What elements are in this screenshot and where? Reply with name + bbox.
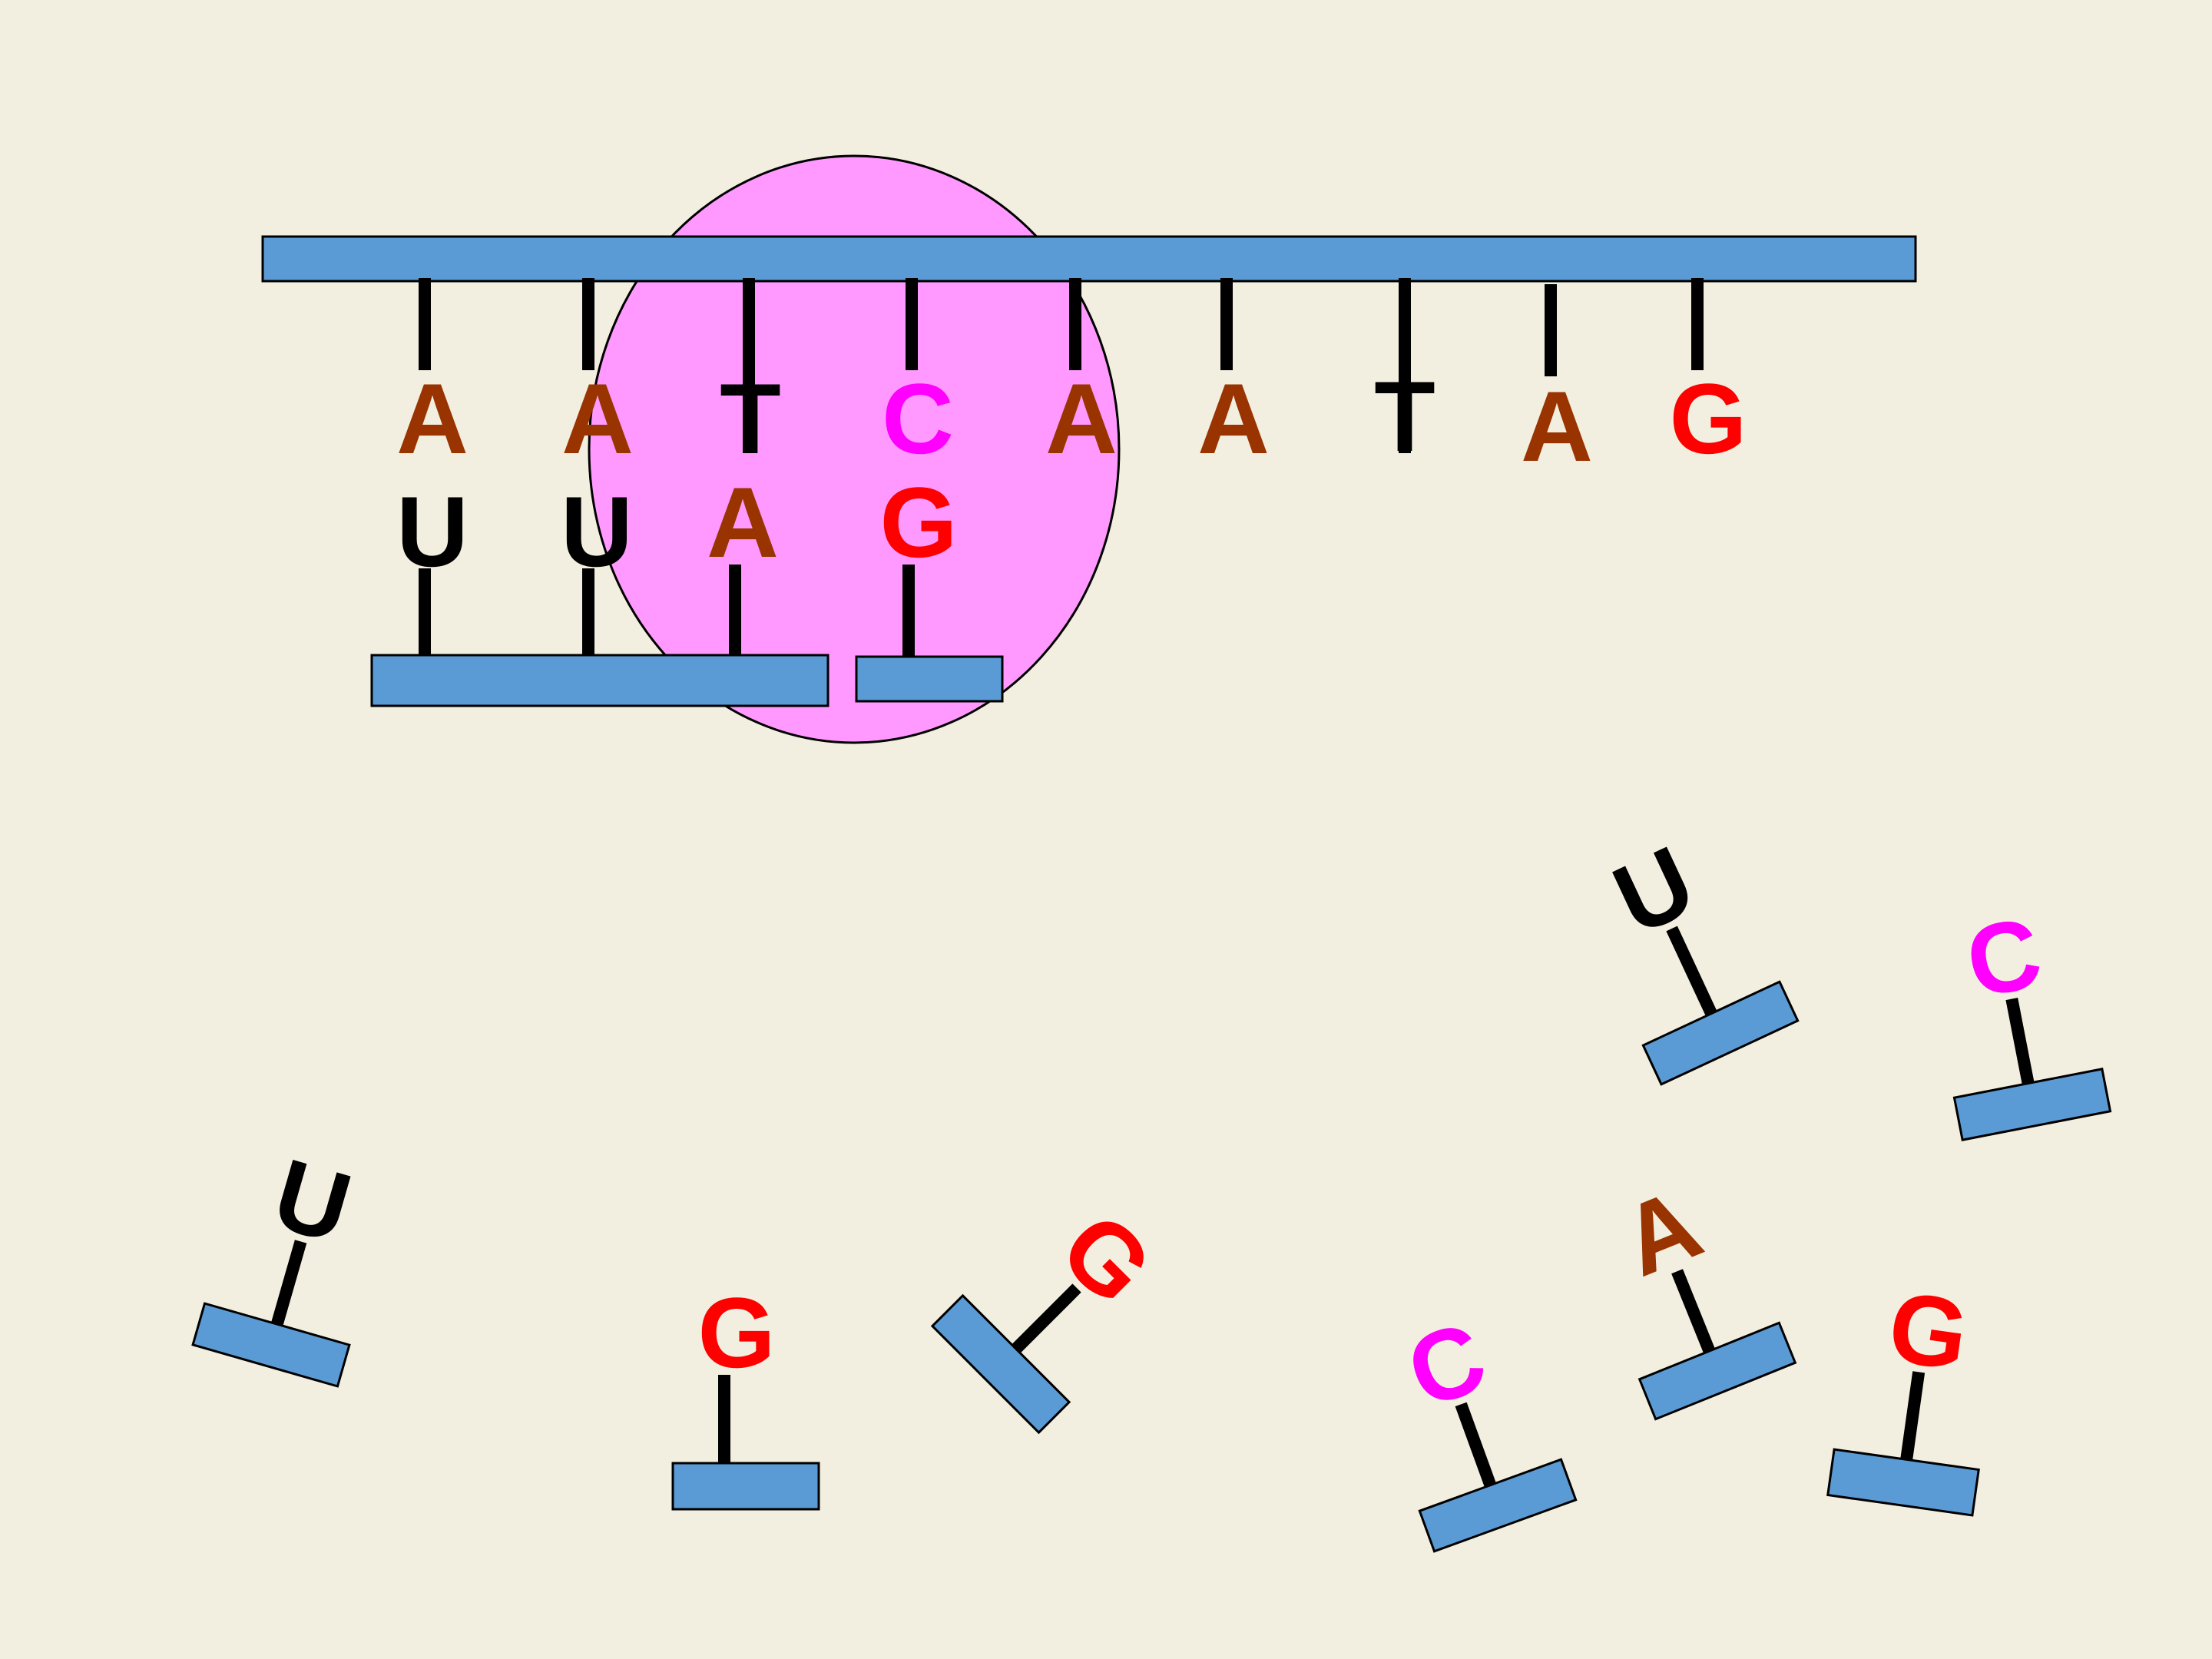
nucleotide-backbone — [191, 1302, 351, 1388]
dna-base: T — [720, 363, 780, 475]
dna-base: A — [1045, 363, 1118, 475]
nucleotide-bond — [1455, 1402, 1496, 1488]
mrna-base: U — [396, 475, 469, 588]
dna-template-strand: A A T C A A T A G — [396, 278, 1747, 482]
nucleotide-bond — [1671, 1269, 1715, 1354]
mrna-strand: U U A G — [370, 466, 1004, 707]
nucleotide-backbone — [1641, 980, 1800, 1086]
nucleotide-base: G — [1883, 1270, 1975, 1392]
nucleotide-bond — [1900, 1371, 1926, 1461]
free-nucleotide-g: G — [671, 1277, 820, 1511]
nucleotide-base: G — [697, 1277, 775, 1389]
mrna-base: G — [879, 466, 957, 578]
free-nucleotides: U C U G G A — [191, 824, 2112, 1553]
free-nucleotide-g: G — [1826, 1270, 1980, 1517]
dna-base: A — [1197, 363, 1270, 475]
nucleotide-backbone — [1826, 1448, 1980, 1517]
dna-base: C — [882, 363, 954, 475]
mrna-base: U — [561, 475, 633, 588]
nucleotide-bond — [2005, 998, 2035, 1085]
rna-polymerase-ellipse — [588, 154, 1121, 744]
nucleotide-bond — [1012, 1283, 1081, 1353]
nucleotide-backbone — [930, 1293, 1071, 1435]
nucleotide-bond — [271, 1240, 307, 1326]
dna-base: A — [561, 363, 634, 475]
dna-base: A — [396, 363, 469, 475]
nucleotide-backbone — [1418, 1458, 1578, 1553]
dna-base: T — [1374, 360, 1435, 472]
dna-backbone — [261, 235, 1917, 283]
dna-base: G — [1669, 363, 1747, 475]
mrna-base: A — [707, 466, 779, 578]
mrna-backbone — [370, 654, 830, 707]
dna-base: A — [1521, 370, 1593, 482]
mrna-nucleotide-backbone — [855, 655, 1004, 703]
nucleotide-backbone — [671, 1462, 820, 1511]
nucleotide-bond — [1666, 926, 1717, 1017]
